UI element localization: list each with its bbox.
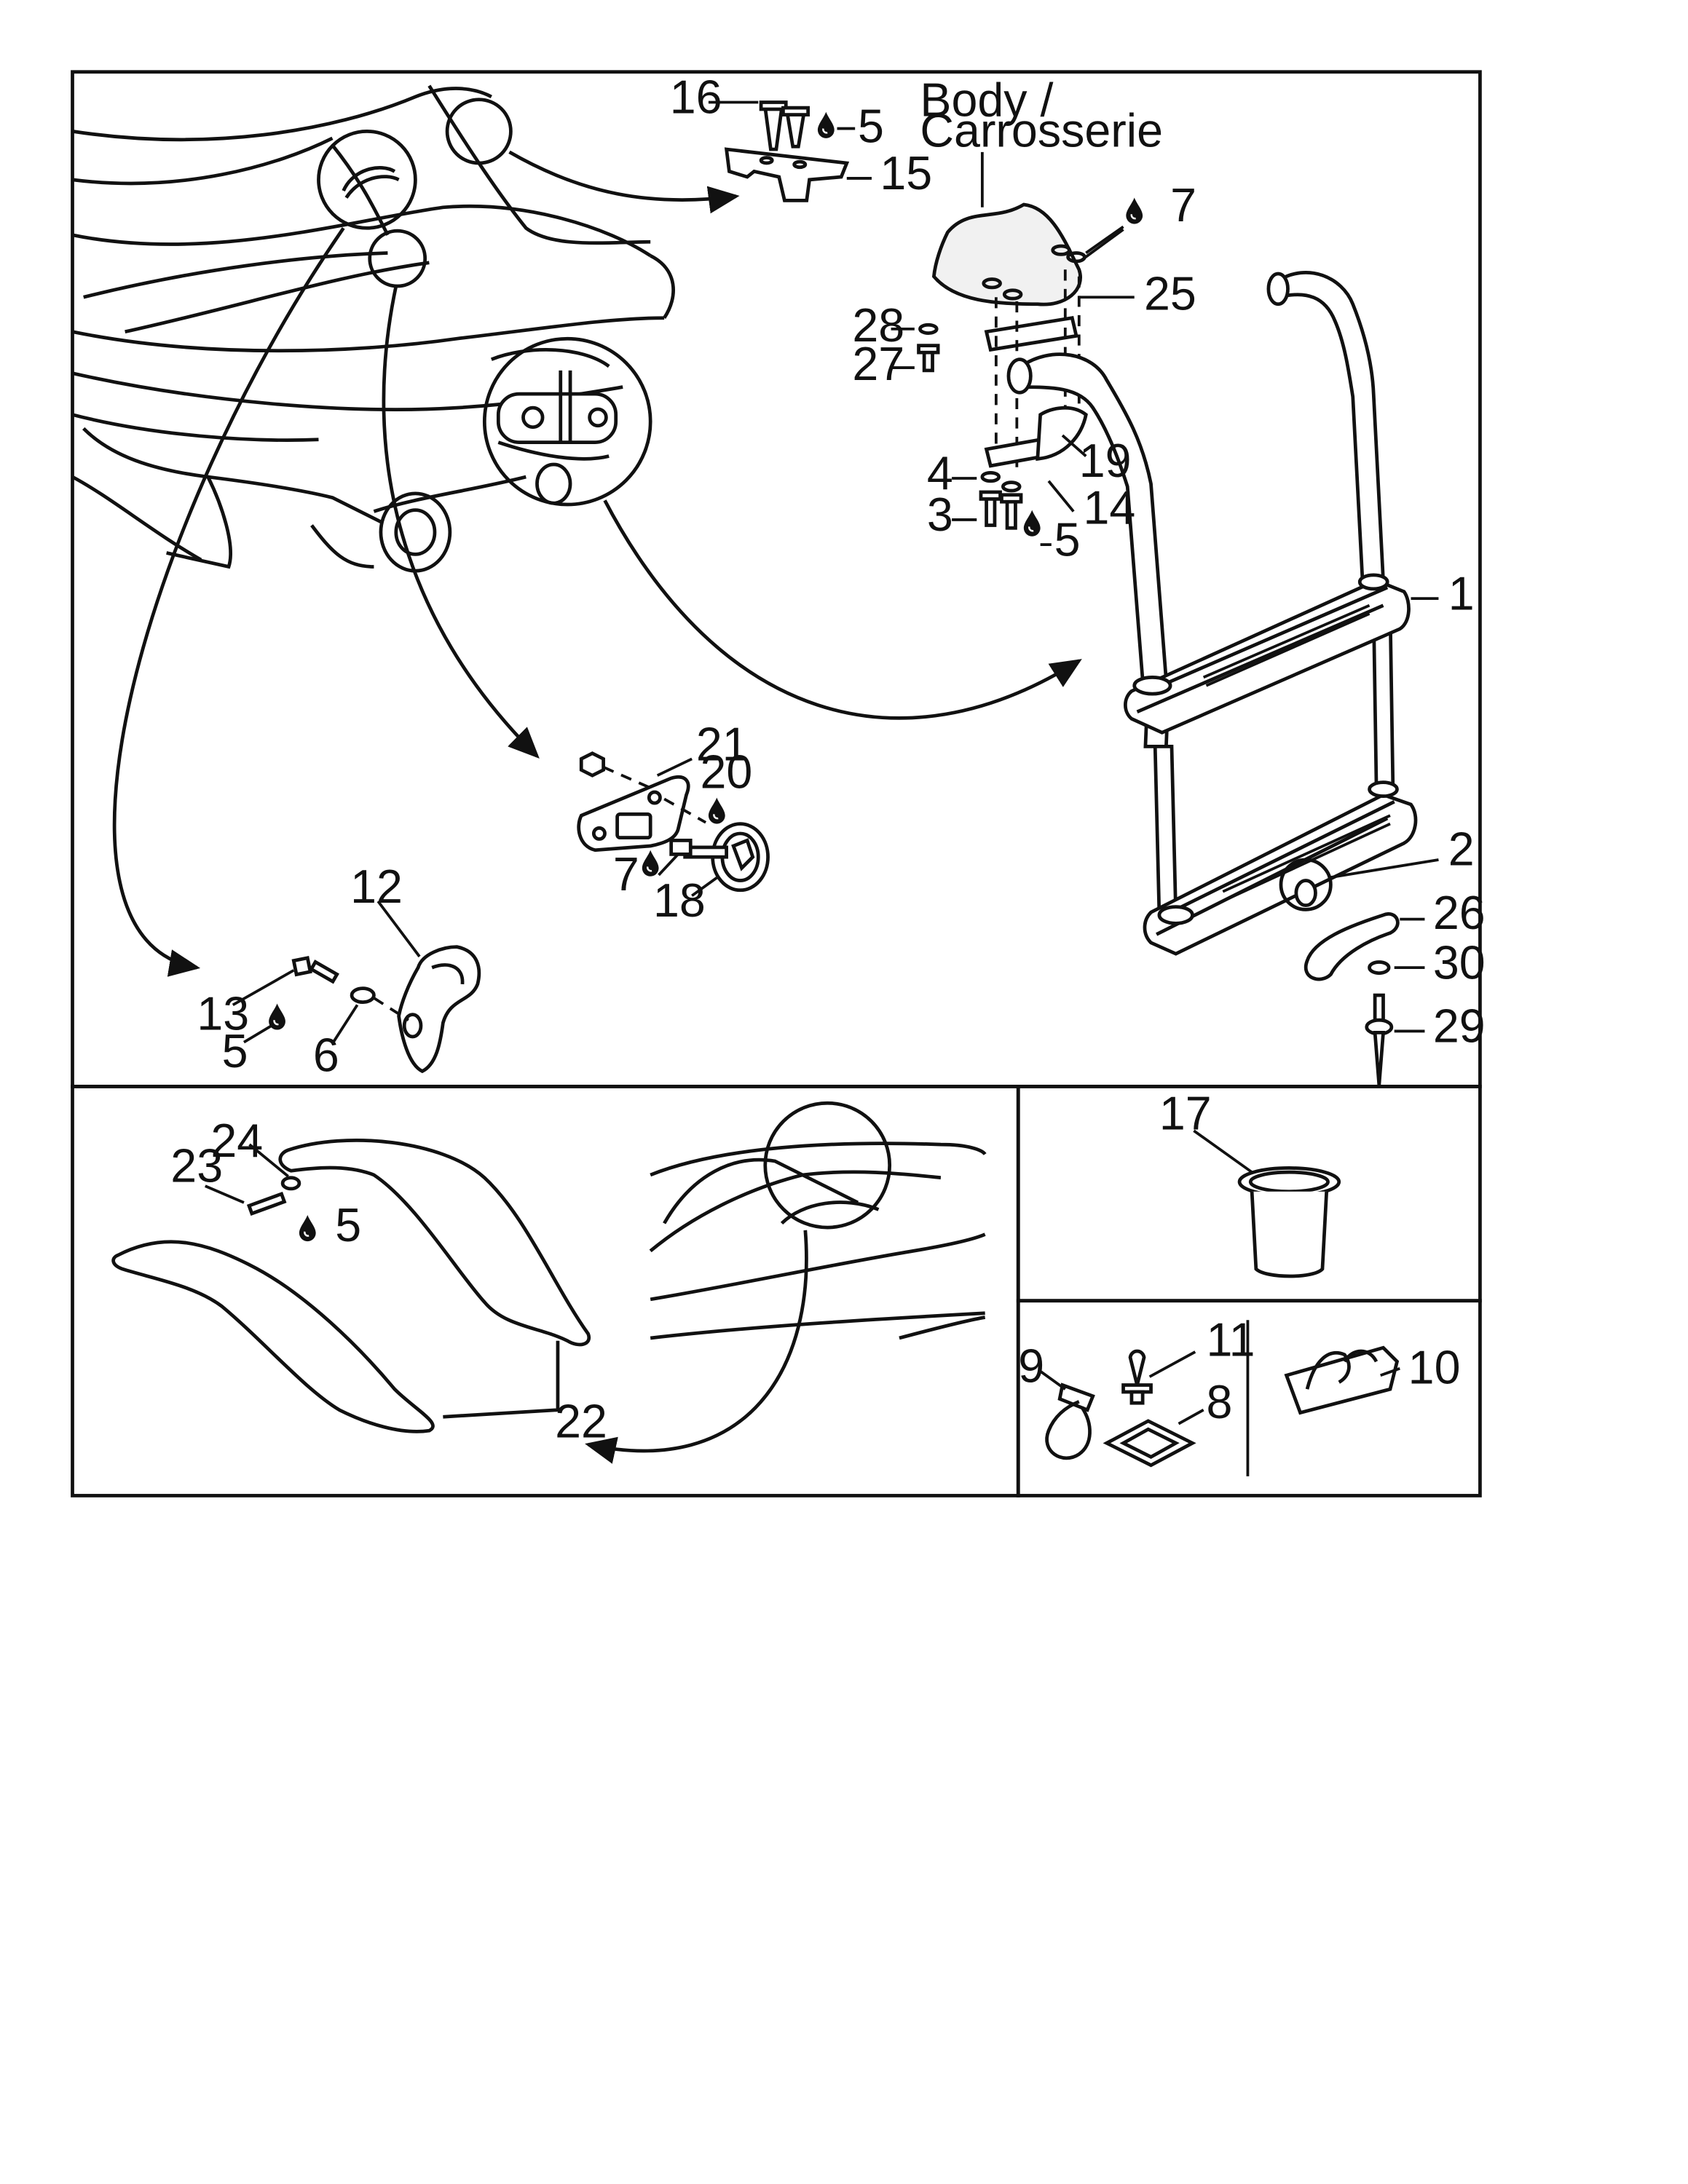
callout-3: 3 [927, 488, 953, 541]
callout-5b: 5 [1054, 513, 1081, 566]
step-assembly [577, 751, 770, 897]
boarding-ladder [1006, 271, 1439, 956]
callout-29: 29 [1433, 1000, 1486, 1053]
tie-strap-9 [1039, 1370, 1095, 1460]
leader-arrows [112, 150, 1082, 1464]
rivet-11 [1121, 1349, 1196, 1405]
grab-handle-22 [111, 1139, 591, 1433]
callout-7a: 7 [1170, 179, 1196, 232]
callout-23: 23 [170, 1139, 223, 1192]
diagram-frames [71, 70, 1482, 1497]
callout-25: 25 [1144, 267, 1196, 320]
cup-holder-17 [1193, 1129, 1341, 1278]
callout-1: 1 [1448, 567, 1475, 620]
callout-12: 12 [350, 860, 403, 913]
callout-16: 16 [670, 71, 722, 124]
callout-28: 28 [852, 299, 904, 352]
seat-detail-view [649, 1101, 987, 1340]
callout-6: 6 [313, 1029, 339, 1082]
mount-base-8 [1103, 1409, 1204, 1468]
cleat-assembly [708, 100, 872, 202]
grab-handle-26 [1304, 912, 1425, 1085]
callout-7b: 7 [613, 848, 639, 901]
callout-14: 14 [1083, 482, 1135, 534]
callout-18: 18 [653, 874, 706, 927]
callout-8: 8 [1206, 1376, 1232, 1428]
callout-9: 9 [1018, 1340, 1044, 1393]
callout-30: 30 [1433, 936, 1486, 989]
callout-4: 4 [927, 447, 953, 499]
callout-13: 13 [197, 988, 249, 1040]
callout-2: 2 [1448, 823, 1475, 876]
callout-11: 11 [1206, 1314, 1255, 1366]
clip-10 [1284, 1345, 1400, 1415]
callout-5d: 5 [335, 1199, 361, 1251]
callout-10: 10 [1408, 1342, 1461, 1394]
grab-handle-12 [232, 900, 481, 1074]
callout-21: 21 [696, 718, 749, 770]
watercraft-rear-view [71, 84, 675, 573]
callout-15: 15 [880, 147, 932, 199]
callout-24: 24 [210, 1115, 263, 1167]
callout-27: 27 [852, 338, 904, 390]
callout-22: 22 [555, 1396, 607, 1448]
callout-5a: 5 [858, 100, 884, 153]
body-label-line2: Carrosserie [920, 104, 1163, 157]
callout-labels: Body / Carrosserie 16 5 15 7 25 28 27 19… [170, 71, 1485, 1448]
callout-17: 17 [1159, 1087, 1212, 1139]
callout-20: 20 [701, 745, 753, 798]
body-label-line1: Body / [920, 74, 1053, 126]
callout-5c: 5 [222, 1025, 248, 1077]
callout-26: 26 [1433, 887, 1486, 939]
callout-19: 19 [1079, 435, 1132, 487]
